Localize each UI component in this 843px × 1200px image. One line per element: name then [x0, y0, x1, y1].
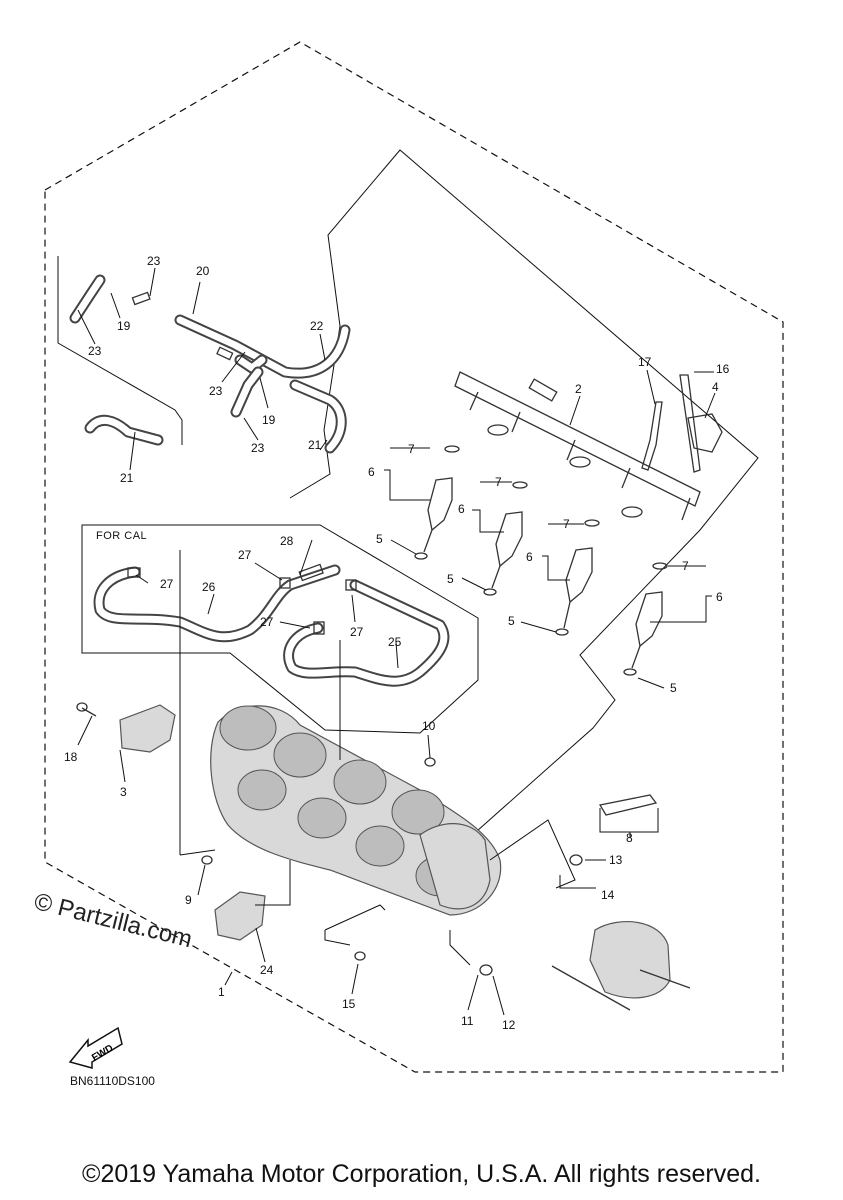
callout-7a: 7 — [408, 442, 415, 456]
injector-6d — [623, 562, 668, 676]
callout-24: 24 — [260, 963, 274, 977]
callout-3: 3 — [120, 785, 127, 799]
hose-23-branch — [230, 366, 264, 418]
throttle-body-1 — [210, 705, 502, 916]
cover-rod — [551, 965, 631, 1011]
bracket-8 — [598, 794, 658, 816]
callout-9: 9 — [185, 893, 192, 907]
callout-23d: 23 — [251, 441, 265, 455]
callout-5d: 5 — [670, 681, 677, 695]
callout-23b: 23 — [88, 344, 102, 358]
cover-plate — [589, 921, 671, 999]
callout-20: 20 — [196, 264, 210, 278]
copyright-footer: ©2019 Yamaha Motor Corporation, U.S.A. A… — [82, 1160, 761, 1188]
callout-6c: 6 — [526, 550, 533, 564]
callout-23a: 23 — [147, 254, 161, 268]
callout-27c: 27 — [260, 615, 274, 629]
callout-6b: 6 — [458, 502, 465, 516]
callout-5b: 5 — [447, 572, 454, 586]
leader-lines — [77, 267, 716, 1016]
callout-19a: 19 — [117, 319, 131, 333]
callout-11: 11 — [461, 1014, 474, 1028]
injector-6b — [483, 481, 528, 596]
callout-7c: 7 — [563, 517, 570, 531]
for-cal-inset-frame — [81, 524, 479, 734]
callout-4: 4 — [712, 380, 719, 394]
callout-5a: 5 — [376, 532, 383, 546]
callout-5c: 5 — [508, 614, 515, 628]
callout-22: 22 — [310, 319, 324, 333]
hose-21-lower — [84, 414, 164, 446]
sensor-3 — [119, 704, 176, 753]
bolt-9 — [201, 855, 213, 865]
callout-7b: 7 — [495, 475, 502, 489]
bolt-18-head — [76, 702, 88, 712]
hose-26 — [93, 564, 341, 643]
hose-group-outline — [57, 256, 183, 445]
bolt-18 — [81, 707, 97, 717]
callout-6a: 6 — [368, 465, 375, 479]
callout-10: 10 — [422, 719, 436, 733]
callout-16: 16 — [716, 362, 730, 376]
joint-28 — [298, 563, 324, 582]
fuel-rail-group-outline — [289, 149, 759, 856]
callout-8: 8 — [626, 831, 633, 845]
injector-6c — [555, 519, 600, 636]
callout-27a: 27 — [160, 577, 174, 591]
bracket-4 — [687, 413, 723, 453]
for-cal-label: FOR CAL — [96, 530, 148, 542]
clamp-27c — [313, 621, 325, 635]
callout-6d: 6 — [716, 590, 723, 604]
hose-19-joint — [234, 354, 268, 374]
callout-21a: 21 — [308, 438, 322, 452]
callout-15: 15 — [342, 997, 356, 1011]
clamp-27b — [279, 577, 291, 589]
callout-28: 28 — [280, 534, 294, 548]
assembly-boundary — [44, 41, 784, 1073]
callout-26: 26 — [202, 580, 216, 594]
callout-7d: 7 — [682, 559, 689, 573]
nut-11 — [479, 964, 493, 976]
callout-21b: 21 — [120, 471, 134, 485]
bolt-15 — [354, 951, 366, 961]
callout-19b: 19 — [262, 413, 276, 427]
hose-20-22 — [174, 314, 351, 379]
bolt-16 — [679, 374, 701, 473]
callout-14: 14 — [601, 888, 615, 902]
hose-21-upper — [289, 379, 347, 454]
screw-10 — [424, 757, 436, 767]
clamp-27d — [345, 579, 357, 591]
clamp-27a — [127, 567, 141, 578]
bolt-17 — [641, 401, 663, 471]
callout-12: 12 — [502, 1018, 516, 1032]
diagram-code: BN61110DS100 — [70, 1074, 155, 1088]
callout-1: 1 — [218, 985, 225, 999]
callout-17: 17 — [638, 355, 652, 369]
callout-18: 18 — [64, 750, 78, 764]
callout-27d: 27 — [350, 625, 364, 639]
fuel-rail-2 — [454, 371, 701, 521]
injector-6a — [414, 445, 460, 560]
bolt-13 — [569, 854, 583, 866]
callout-2: 2 — [575, 382, 582, 396]
callout-23c: 23 — [209, 384, 223, 398]
cover-rod-2 — [639, 969, 691, 989]
clamp-23 — [131, 291, 151, 306]
callout-27b: 27 — [238, 548, 252, 562]
callout-25: 25 — [388, 635, 402, 649]
fwd-arrow-icon: FWD — [68, 1026, 123, 1069]
hose-23-left — [69, 274, 106, 324]
clamp-23b — [216, 346, 234, 361]
hose-25 — [283, 579, 450, 687]
callout-13: 13 — [609, 853, 623, 867]
sensor-24 — [214, 891, 266, 941]
callout-labels: 1 2 3 4 5 5 5 5 6 6 6 6 7 7 7 7 8 9 10 1… — [64, 254, 730, 1032]
